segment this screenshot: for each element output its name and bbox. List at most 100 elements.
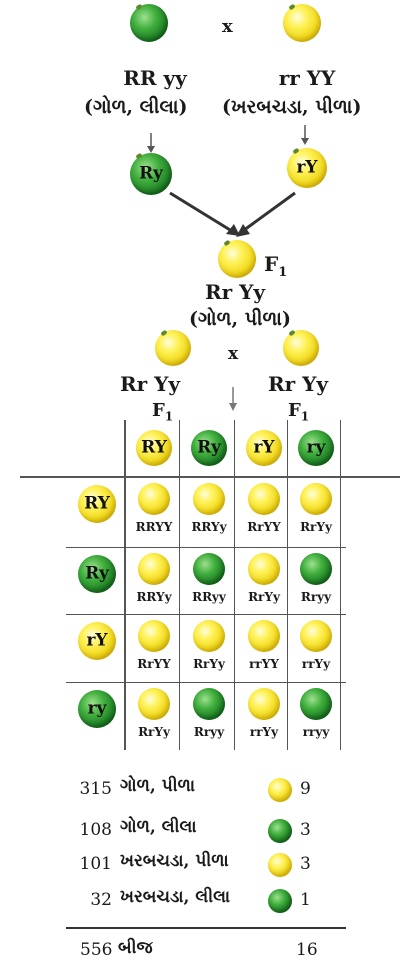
punnett-header-line <box>20 476 400 478</box>
offspring-pea <box>193 553 225 585</box>
summary-pea <box>268 853 292 877</box>
f1-left-genotype: Rr Yy <box>120 372 181 396</box>
f1-right-f: F <box>288 400 301 421</box>
offspring-pea <box>248 620 280 652</box>
offspring-genotype: Rryy <box>300 590 332 604</box>
row-gamete-label: RY <box>84 493 110 514</box>
f1-label-sub: 1 <box>278 265 288 280</box>
offspring-pea <box>248 483 280 515</box>
punnett-column-line <box>234 420 235 750</box>
parent-right-phenotype: (ખરબચડા, પીળા) <box>222 96 362 118</box>
total-ratio: 16 <box>296 940 318 960</box>
column-gamete-ry: RY <box>136 430 172 466</box>
column-gamete-ry: ry <box>298 430 334 466</box>
parent-right-genotype: rr YY <box>278 66 336 90</box>
summary-phenotype: ગોળ, લીલા <box>120 817 197 837</box>
offspring-pea <box>300 553 332 585</box>
summary-pea <box>268 778 292 802</box>
offspring-pea <box>138 620 170 652</box>
offspring-genotype: RrYY <box>137 657 171 671</box>
f1-right-generation-label: F1 <box>288 400 309 424</box>
summary-count: 101 <box>79 854 112 874</box>
f1-left-generation-label: F1 <box>152 400 173 424</box>
total-count: 556 <box>80 940 113 960</box>
offspring-genotype: Rryy <box>193 725 225 739</box>
total-label: બીજ <box>118 938 153 958</box>
summary-pea <box>268 889 292 913</box>
f1-genotype: Rr Yy <box>204 280 266 304</box>
offspring-genotype: RrYy <box>300 520 332 534</box>
offspring-pea <box>248 553 280 585</box>
offspring-genotype: RRYy <box>136 590 172 604</box>
f1-label: F1 <box>264 252 287 280</box>
offspring-genotype: RRYY <box>135 520 173 534</box>
gamete-left-label: Ry <box>139 163 163 184</box>
offspring-genotype: RrYy <box>193 657 225 671</box>
summary-pea <box>268 819 292 843</box>
f1-self-cross-symbol: x <box>228 344 239 364</box>
f1-phenotype: (ગોળ, પીળા) <box>189 308 291 330</box>
parent-green-pea <box>130 3 168 42</box>
parent-yellow-pea <box>283 3 321 42</box>
gamete-arrows <box>147 125 309 237</box>
f1-self-right-pea <box>283 329 319 366</box>
row-gamete-ry: RY <box>78 485 116 523</box>
gamete-ry-yellow-pea: rY <box>287 147 327 188</box>
offspring-genotype: rrYy <box>301 657 331 671</box>
punnett-row-line <box>66 682 346 683</box>
f1-right-genotype: Rr Yy <box>268 372 329 396</box>
summary-divider <box>66 927 346 929</box>
punnett-header-column-line <box>124 420 126 750</box>
offspring-pea <box>300 620 332 652</box>
offspring-genotype: rryy <box>302 725 330 739</box>
parent-left-phenotype: (ગોળ, લીલા) <box>84 96 188 118</box>
f1-pea <box>218 239 256 278</box>
f1-right-sub: 1 <box>300 409 310 424</box>
offspring-pea <box>138 553 170 585</box>
column-gamete-ry: rY <box>246 430 282 466</box>
punnett-column-line <box>287 420 288 750</box>
column-gamete-ry: Ry <box>191 430 227 466</box>
f1-left-f: F <box>152 400 165 421</box>
summary-phenotype: ખરબચડા, લીલા <box>120 887 231 907</box>
row-gamete-ry: Ry <box>78 555 116 593</box>
row-gamete-ry: ry <box>78 690 116 728</box>
gamete-right-label: rY <box>296 157 318 178</box>
offspring-genotype: RrYy <box>138 725 170 739</box>
offspring-pea <box>300 688 332 720</box>
offspring-pea <box>193 483 225 515</box>
summary-count: 32 <box>90 890 112 910</box>
offspring-genotype: RRYy <box>191 520 227 534</box>
row-gamete-ry: rY <box>78 622 116 660</box>
offspring-pea <box>138 688 170 720</box>
column-gamete-label: RY <box>141 437 167 458</box>
f1-label-text: F <box>264 252 279 276</box>
offspring-pea <box>193 620 225 652</box>
offspring-genotype: RrYY <box>247 520 281 534</box>
offspring-genotype: rrYY <box>249 657 279 671</box>
row-gamete-label: ry <box>87 698 107 719</box>
summary-ratio: 3 <box>300 854 311 874</box>
offspring-genotype: RrYy <box>248 590 280 604</box>
offspring-genotype: RRyy <box>192 590 226 604</box>
offspring-pea <box>300 483 332 515</box>
offspring-pea <box>193 688 225 720</box>
column-gamete-label: rY <box>253 437 275 458</box>
offspring-pea <box>248 688 280 720</box>
summary-count: 315 <box>79 779 112 799</box>
offspring-pea <box>138 483 170 515</box>
column-gamete-label: ry <box>306 437 326 458</box>
parent-left-genotype: RR yy <box>123 66 187 90</box>
row-gamete-label: Ry <box>85 563 109 584</box>
summary-ratio: 1 <box>300 890 311 910</box>
punnett-row-line <box>66 547 346 548</box>
summary-ratio: 9 <box>300 779 311 799</box>
summary-phenotype: ખરબચડા, પીળા <box>120 851 229 871</box>
summary-count: 108 <box>79 820 112 840</box>
summary-phenotype: ગોળ, પીળા <box>120 776 196 796</box>
gamete-ry-pea: Ry <box>130 152 172 195</box>
summary-ratio: 3 <box>300 820 311 840</box>
punnett-column-line <box>340 420 341 750</box>
cross-symbol-parents: x <box>222 16 233 37</box>
column-gamete-label: Ry <box>197 437 221 458</box>
